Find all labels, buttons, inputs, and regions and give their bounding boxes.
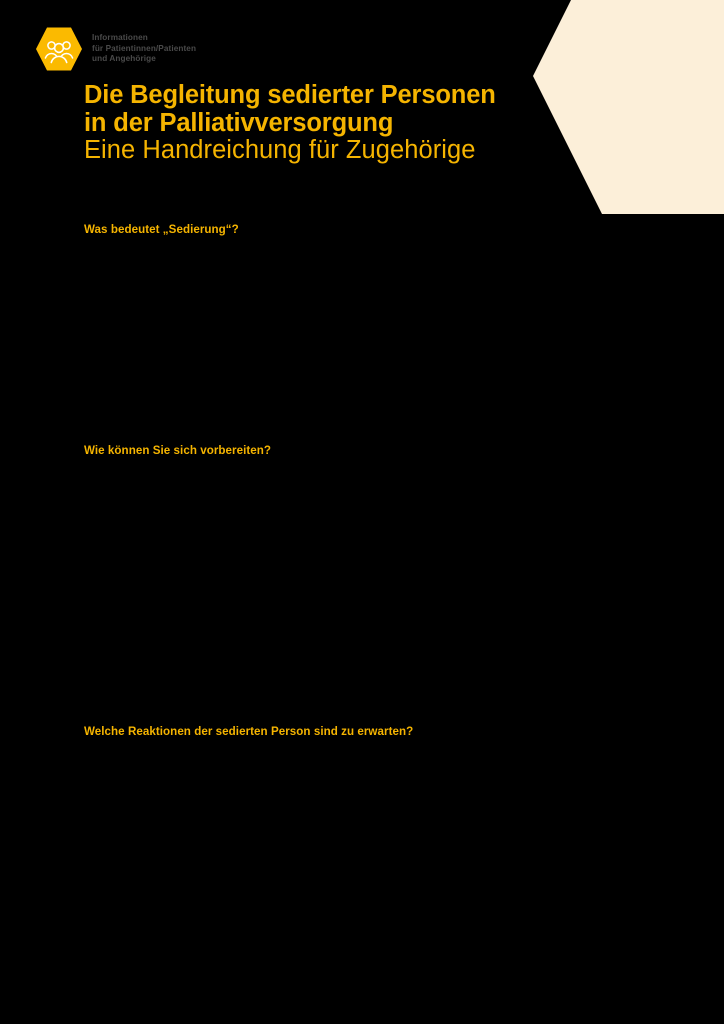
section-heading-welche-reaktionen-sind-zu-erwarten: Welche Reaktionen der sedierten Person s… [84, 725, 414, 738]
logo-text-line-2: für Patientinnen/Patienten [92, 43, 197, 53]
section-body-1 [84, 248, 640, 428]
title-line-1: Die Begleitung sedierter Personen [84, 81, 496, 109]
section-heading-wie-koennen-sie-sich-vorbereiten: Wie können Sie sich vorbereiten? [84, 444, 272, 457]
page-title: Die Begleitung sedierter Personen in der… [84, 81, 644, 165]
logo-text-line-1: Informationen [92, 33, 148, 43]
section-heading-was-bedeutet-sedierung: Was bedeutet „Sedierung“? [84, 223, 239, 236]
title-subtitle: Eine Handreichung für Zugehörige [84, 136, 476, 164]
logo-text: Informationen für Patientinnen/Patienten… [92, 33, 196, 65]
logo-text-line-3: und Angehörige [92, 54, 156, 64]
logo: Informationen für Patientinnen/Patienten… [35, 26, 196, 72]
section-body-3 [84, 750, 640, 1000]
group-of-people-hexagon-icon [35, 26, 83, 72]
title-line-2: in der Palliativversorgung [84, 108, 394, 137]
section-body-2 [84, 470, 640, 710]
